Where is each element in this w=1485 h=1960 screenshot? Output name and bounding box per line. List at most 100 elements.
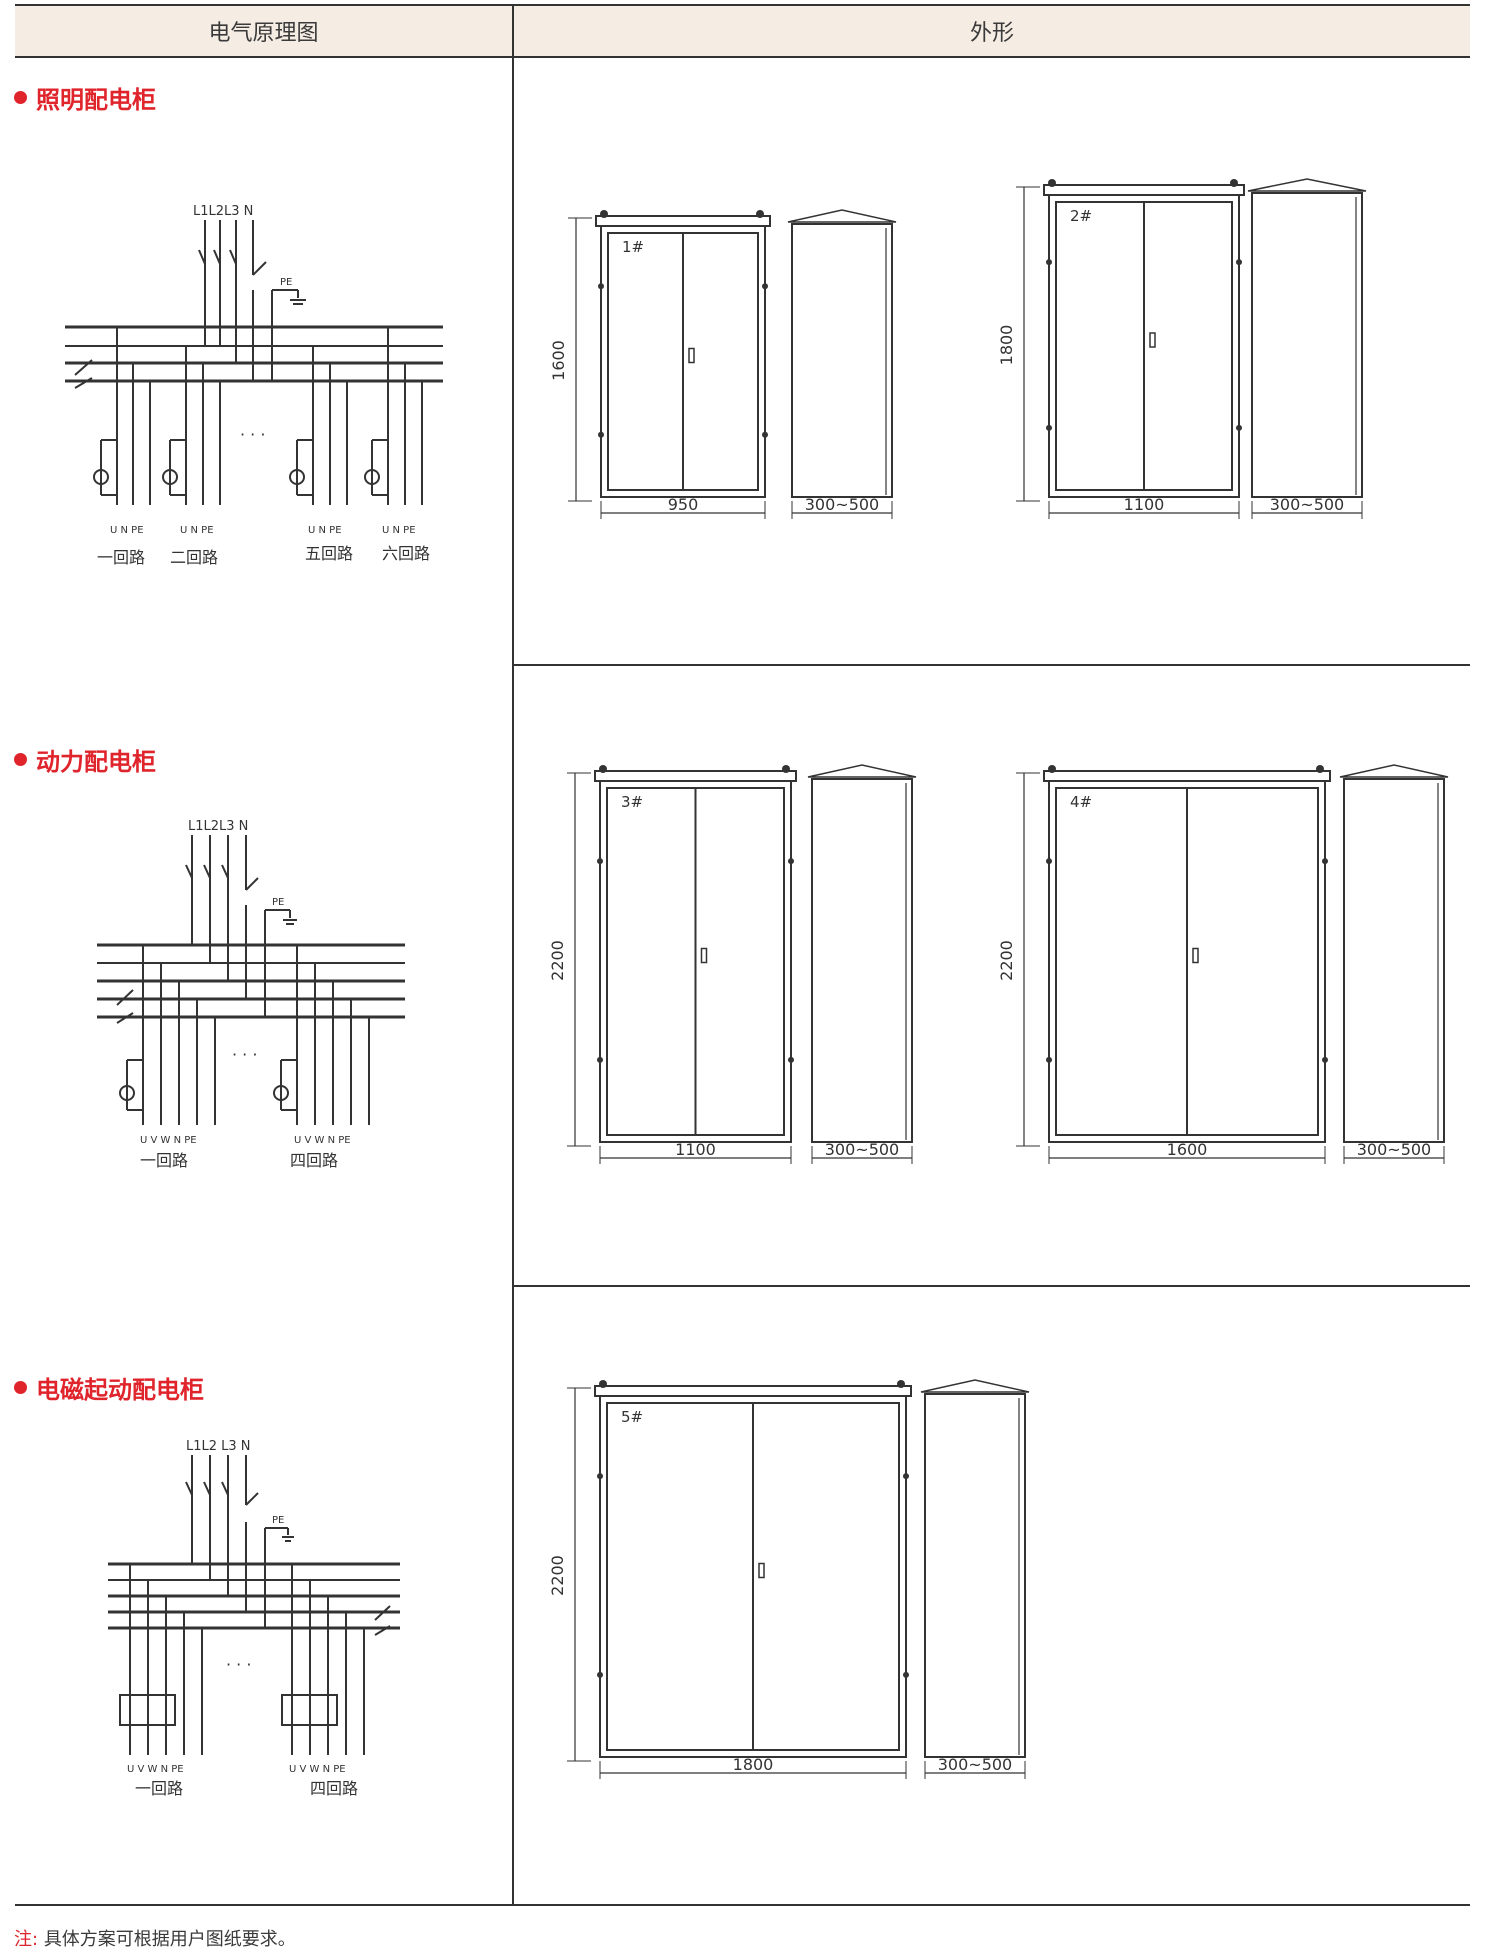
- section-title-label: 照明配电柜: [36, 86, 156, 114]
- ellipsis: · · ·: [240, 425, 265, 444]
- cabinet-roof: [594, 770, 797, 782]
- section-title-label: 电磁起动配电柜: [36, 1376, 204, 1404]
- circuit-label: 一回路: [140, 1151, 188, 1170]
- lifting-eye-icon: [782, 765, 790, 773]
- height-dimension: 2200: [548, 940, 567, 981]
- lighting-schematic: L1L2L3 N PE · · · U N PE U N PE U N PE U…: [65, 204, 443, 567]
- magnetic-schematic: L1L2 L3 N PE · · · U V W N PE U V W N PE…: [108, 1439, 400, 1798]
- section-title-lighting: 照明配电柜: [14, 80, 156, 115]
- lifting-eye-icon: [1316, 765, 1324, 773]
- hinge-icon: [788, 858, 794, 865]
- bullet-icon: [14, 1381, 27, 1394]
- handle-icon: [1149, 332, 1156, 348]
- hinge-icon: [762, 283, 768, 290]
- hinge-icon: [598, 283, 604, 290]
- terminal-label: U V W N PE: [140, 1135, 197, 1146]
- cabinet-roof: [594, 1385, 912, 1397]
- hinge-icon: [903, 1473, 909, 1480]
- cabinet-side: [1343, 778, 1445, 1143]
- cabinet-body: [599, 1395, 907, 1758]
- circuit-label: 一回路: [135, 1779, 183, 1798]
- width-dimension: 1600: [1167, 1140, 1208, 1159]
- note-label: 注:: [14, 1929, 39, 1950]
- lifting-eye-icon: [756, 210, 764, 218]
- ellipsis: · · ·: [232, 1045, 257, 1064]
- side-roof: [1339, 764, 1449, 778]
- cabinet-id: 5#: [621, 1408, 643, 1426]
- cabinet-id: 4#: [1070, 793, 1092, 811]
- cabinet-side: [791, 223, 893, 498]
- hinge-icon: [903, 1671, 909, 1678]
- ellipsis: · · ·: [226, 1655, 251, 1674]
- width-dimension: 1100: [675, 1140, 716, 1159]
- cabinet-roof: [595, 215, 771, 227]
- header-right: 外形: [514, 5, 1470, 57]
- hinge-icon: [597, 1671, 603, 1678]
- lifting-eye-icon: [599, 765, 607, 773]
- lifting-eye-icon: [897, 1380, 905, 1388]
- cabinet-id: 3#: [621, 793, 643, 811]
- circuit-label: 四回路: [310, 1779, 358, 1798]
- pe-label: PE: [280, 277, 292, 288]
- hinge-icon: [597, 1056, 603, 1063]
- height-dimension: 2200: [548, 1555, 567, 1596]
- terminal-label: U V W N PE: [289, 1764, 346, 1775]
- circuit-label: 二回路: [170, 548, 218, 567]
- width-dimension: 1800: [733, 1755, 774, 1774]
- bus-label: L1L2 L3 N: [186, 1439, 251, 1454]
- hinge-icon: [1046, 424, 1052, 431]
- pe-label: PE: [272, 1515, 284, 1526]
- note-text: 具体方案可根据用户图纸要求。: [43, 1929, 296, 1950]
- header-left-label: 电气原理图: [208, 21, 319, 46]
- hinge-icon: [598, 431, 604, 438]
- cabinet-roof: [1043, 184, 1245, 196]
- handle-icon: [700, 947, 708, 964]
- handle-icon: [1192, 947, 1199, 964]
- hinge-icon: [597, 1473, 603, 1480]
- handle-icon: [758, 1562, 765, 1579]
- width-dimension: 1100: [1124, 495, 1165, 514]
- lifting-eye-icon: [1230, 179, 1238, 187]
- circuit-label: 四回路: [290, 1151, 338, 1170]
- handle-icon: [688, 347, 695, 364]
- cabinet-side: [924, 1393, 1026, 1758]
- height-dimension: 2200: [997, 940, 1016, 981]
- bullet-icon: [14, 753, 27, 766]
- terminal-label: U N PE: [110, 525, 144, 536]
- section-title-power: 动力配电柜: [14, 742, 156, 777]
- width-dimension: 950: [668, 495, 699, 514]
- hinge-icon: [1322, 1056, 1328, 1063]
- depth-dimension: 300~500: [1270, 495, 1344, 514]
- terminal-label: U N PE: [308, 525, 342, 536]
- hinge-icon: [1322, 858, 1328, 865]
- side-roof: [807, 764, 917, 778]
- bullet-icon: [14, 91, 27, 104]
- lifting-eye-icon: [600, 210, 608, 218]
- side-roof: [920, 1379, 1030, 1393]
- terminal-label: U N PE: [382, 525, 416, 536]
- hinge-icon: [1046, 858, 1052, 865]
- circuit-label: 五回路: [305, 544, 353, 563]
- circuit-label: 六回路: [382, 544, 430, 563]
- cabinet-side: [811, 778, 913, 1143]
- depth-dimension: 300~500: [805, 495, 879, 514]
- hinge-icon: [1046, 259, 1052, 266]
- height-dimension: 1800: [997, 325, 1016, 366]
- hinge-icon: [788, 1056, 794, 1063]
- height-dimension: 1600: [549, 340, 568, 381]
- footer-note: 注: 具体方案可根据用户图纸要求。: [14, 1925, 296, 1951]
- depth-dimension: 300~500: [825, 1140, 899, 1159]
- header-left: 电气原理图: [15, 5, 512, 57]
- hinge-icon: [762, 431, 768, 438]
- depth-dimension: 300~500: [1357, 1140, 1431, 1159]
- cabinet-body: [1048, 780, 1326, 1143]
- cabinet-body: [1048, 194, 1240, 498]
- terminal-label: U V W N PE: [127, 1764, 184, 1775]
- terminal-label: U V W N PE: [294, 1135, 351, 1146]
- cabinet-id: 2#: [1070, 207, 1092, 225]
- cabinet-body: [600, 225, 766, 498]
- pe-label: PE: [272, 897, 284, 908]
- power-schematic: L1L2L3 N PE · · · U V W N PE U V W N PE …: [97, 819, 405, 1170]
